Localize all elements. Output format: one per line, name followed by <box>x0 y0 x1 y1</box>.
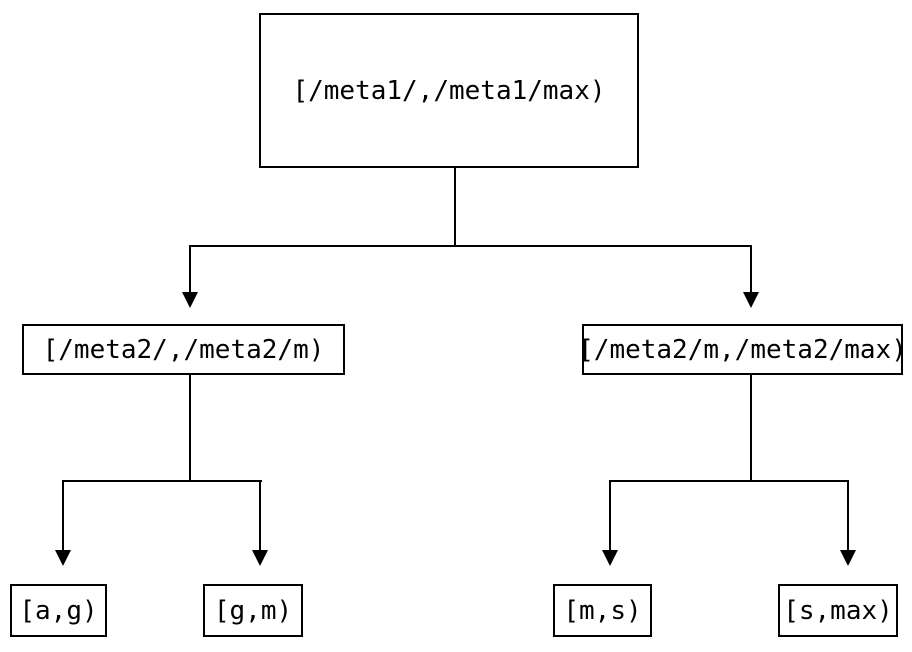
arrowhead-left-child <box>182 292 198 308</box>
node-leaf-ms-label: [m,s) <box>563 595 642 626</box>
edge-drop-leaf-smax <box>847 480 849 550</box>
node-leaf-smax: [s,max) <box>778 584 898 637</box>
node-root: [/meta1/,/meta1/max) <box>259 13 639 168</box>
edge-left-child-stem <box>189 375 191 482</box>
node-right-child-label: [/meta2/m,/meta2/max) <box>578 334 907 365</box>
node-right-child: [/meta2/m,/meta2/max) <box>578 324 907 375</box>
edge-drop-left-child <box>189 245 191 292</box>
edge-root-split-bar <box>189 245 752 247</box>
node-root-label: [/meta1/,/meta1/max) <box>292 75 606 106</box>
edge-drop-right-child <box>750 245 752 292</box>
arrowhead-right-child <box>743 292 759 308</box>
edge-drop-leaf-ag <box>62 480 64 550</box>
arrowhead-leaf-smax <box>840 550 856 566</box>
node-leaf-ag-label: [a,g) <box>19 595 98 626</box>
node-leaf-smax-label: [s,max) <box>783 595 893 626</box>
edge-left-split-bar <box>62 480 262 482</box>
arrowhead-leaf-ag <box>55 550 71 566</box>
node-leaf-ms: [m,s) <box>553 584 652 637</box>
edge-drop-leaf-gm <box>259 480 261 550</box>
node-leaf-gm-label: [g,m) <box>213 595 293 626</box>
node-left-child-label: [/meta2/,/meta2/m) <box>42 334 325 365</box>
edge-drop-leaf-ms <box>609 480 611 550</box>
node-leaf-gm: [g,m) <box>203 584 303 637</box>
edge-root-stem <box>454 168 456 247</box>
arrowhead-leaf-gm <box>252 550 268 566</box>
node-leaf-ag: [a,g) <box>10 584 107 637</box>
node-left-child: [/meta2/,/meta2/m) <box>22 324 345 375</box>
edge-right-child-stem <box>750 375 752 482</box>
edge-right-split-bar <box>609 480 849 482</box>
arrowhead-leaf-ms <box>602 550 618 566</box>
